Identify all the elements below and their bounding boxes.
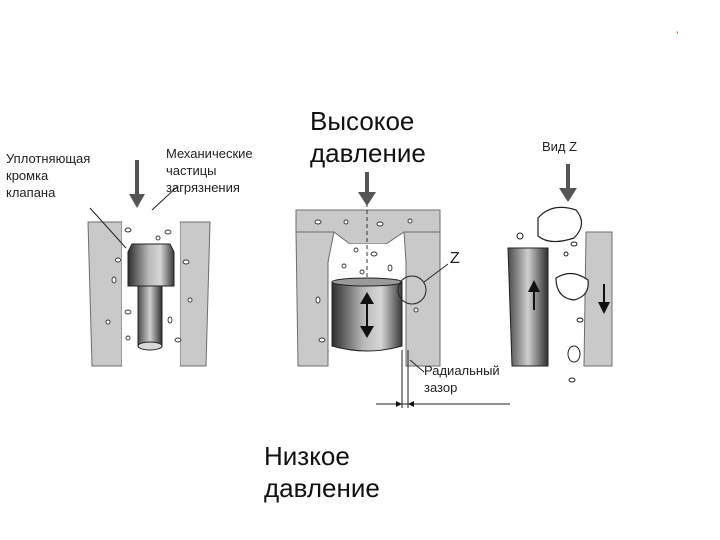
corner-mark: ’	[676, 30, 679, 42]
view-z-label: Вид Z	[542, 139, 578, 154]
left-wall-left	[87, 221, 123, 367]
seal-edge-line-2: кромка	[6, 168, 49, 183]
radial-gap-line-1: Радиальный	[424, 363, 500, 378]
middle-particles	[314, 218, 419, 343]
left-stem-end	[137, 341, 163, 351]
particles-line-3: загрязнения	[166, 180, 240, 195]
particles-leader	[151, 185, 179, 211]
seal-edge-leader	[89, 207, 127, 249]
right-particle-3	[567, 345, 581, 363]
right-wall	[583, 231, 613, 367]
z-detail-circle	[397, 275, 427, 305]
right-large-particle-1	[537, 206, 583, 243]
particles-line-1: Механические	[166, 146, 253, 161]
left-poppet-stem	[137, 285, 163, 350]
left-particles	[105, 227, 193, 343]
low-pressure-line-1: Низкое	[264, 441, 350, 471]
right-piston-segment	[507, 247, 549, 367]
left-wall-right	[179, 221, 211, 367]
radial-gap-line-2: зазор	[424, 380, 458, 395]
high-pressure-label: Высокое давление	[310, 105, 426, 169]
right-large-particle-2	[555, 272, 589, 301]
radial-gap-label: Радиальный зазор	[424, 362, 500, 396]
middle-wall-left	[295, 231, 335, 367]
left-poppet-head	[127, 243, 175, 287]
left-arrowhead-1	[129, 194, 145, 208]
particles-line-2: частицы	[166, 163, 217, 178]
middle-piston-top	[331, 277, 403, 287]
z-marker-label: Z	[450, 250, 460, 267]
left-valve-sketch	[87, 160, 211, 367]
right-detail-sketch	[500, 164, 613, 383]
high-pressure-line-2: давление	[310, 138, 426, 168]
high-pressure-line-1: Высокое	[310, 106, 415, 136]
particles-label: Механические частицы загрязнения	[166, 145, 253, 196]
middle-wall-right	[403, 231, 441, 367]
seal-edge-label: Уплотняющая кромка клапана	[6, 150, 90, 201]
seal-edge-line-3: клапана	[6, 185, 56, 200]
low-pressure-label: Низкое давление	[264, 440, 380, 504]
seal-edge-line-1: Уплотняющая	[6, 151, 91, 166]
low-pressure-line-2: давление	[264, 473, 380, 503]
middle-valve-sketch	[295, 172, 510, 408]
